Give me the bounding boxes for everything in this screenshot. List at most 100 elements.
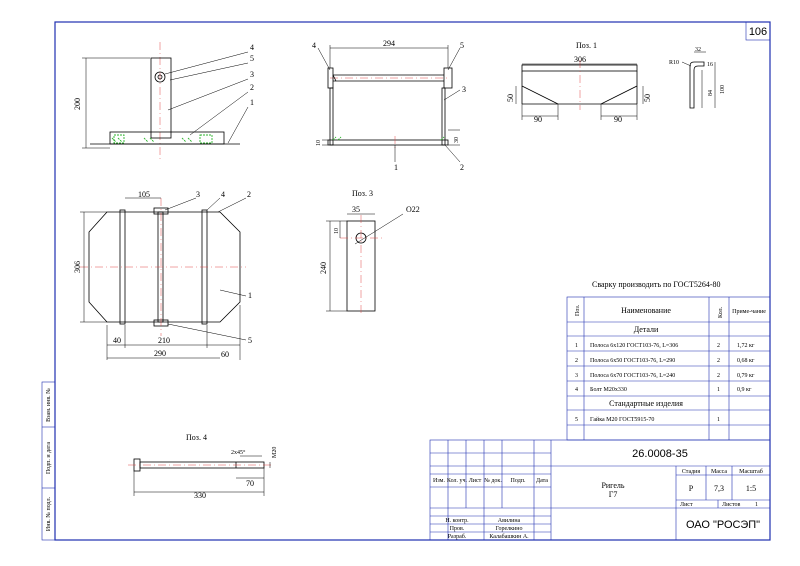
plan-label-5: 5: [248, 336, 252, 345]
scale-value: 1:5: [746, 484, 756, 493]
spec-row-3-pos: 3: [575, 373, 578, 379]
doc-code: 26.0008-35: [632, 448, 688, 460]
col-header-kol: Кол. уч.: [447, 478, 468, 484]
front-label-2: 2: [250, 83, 254, 92]
pos4-view: Поз. 4 2х45° М20 70 330: [128, 433, 278, 500]
col-header-list: Лист: [469, 478, 482, 484]
spec-row-1-note: 1,72 кг: [737, 343, 755, 349]
pos3-dim-240: 240: [319, 262, 328, 274]
stamp-inv-sub: Взам. инв. №: [46, 388, 52, 422]
company-name: ОАО "РОСЭП": [686, 519, 760, 531]
spec-header-qty: Кол.: [718, 306, 724, 318]
mass-label: Масса: [711, 469, 727, 475]
pos4-dim-chamfer: 2х45°: [231, 449, 246, 456]
front-label-5: 5: [250, 54, 254, 63]
side-label-5: 5: [460, 41, 464, 50]
plan-dim-60: 60: [221, 350, 229, 359]
pos4-dim-330: 330: [194, 491, 206, 500]
pos3-view: Поз. 3 35 10 О22 240: [319, 189, 420, 316]
col-header-izm: Изм.: [433, 478, 445, 484]
pos1-dim-90-left: 90: [534, 115, 542, 124]
welding-note: Сварку производить по ГОСТ5264-80: [592, 280, 721, 289]
front-view: 200 4 5 3 2 1: [73, 42, 254, 160]
spec-row-1-name: Полоса 6х120 ГОСТ103-76, L=306: [590, 343, 678, 349]
plan-dim-105: 105: [138, 190, 150, 199]
side-dim-10: 10: [316, 140, 322, 146]
plan-label-3: 3: [196, 190, 200, 199]
side-label-3: 3: [462, 85, 466, 94]
pos3-title: Поз. 3: [352, 189, 373, 198]
pos1-dim-r10: R10: [669, 60, 679, 66]
stamp-sign-date: Подп. и дата: [46, 442, 52, 474]
pos4-dim-m20: М20: [272, 447, 278, 458]
pos4-title: Поз. 4: [186, 433, 207, 442]
col-header-doc: № док.: [484, 478, 502, 484]
spec-header-pos: Поз.: [575, 304, 581, 316]
spec-section-details: Детали: [634, 325, 659, 334]
plan-dim-290: 290: [154, 349, 166, 358]
pos1-dim-84: 84: [708, 90, 714, 96]
role-n-kontr: Н. контр.: [445, 518, 469, 524]
pos1-dim-32: 32: [695, 47, 701, 53]
spec-row-2-note: 0,68 кг: [737, 358, 755, 364]
front-label-1: 1: [250, 98, 254, 107]
spec-row-2-qty: 2: [717, 358, 720, 364]
pos1-title: Поз. 1: [576, 41, 597, 50]
plan-label-1: 1: [248, 291, 252, 300]
side-dim-294: 294: [383, 39, 395, 48]
spec-row-1-pos: 1: [575, 343, 578, 349]
drawing-name-line1: Ригель: [601, 481, 624, 490]
sheet-number-box: [745, 21, 771, 41]
pos1-dim-90-right: 90: [614, 115, 622, 124]
plan-label-2: 2: [247, 190, 251, 199]
name-1: Авилина: [498, 518, 521, 524]
name-3: Калабашкин А.: [489, 533, 529, 540]
sheet-frame: [54, 21, 771, 541]
col-header-date: Дата: [536, 478, 548, 484]
spec-header-note: Приме-чание: [732, 309, 766, 315]
col-header-sign: Подп.: [511, 478, 526, 484]
sheets-label: Листов: [722, 502, 740, 508]
spec-row-5-pos: 5: [575, 417, 578, 423]
spec-section-standard: Стандартные изделия: [609, 399, 683, 408]
side-label-4: 4: [312, 41, 316, 50]
pos1-dim-50-right: 50: [643, 94, 652, 102]
role-prov: Пров.: [450, 526, 465, 532]
front-label-3: 3: [250, 70, 254, 79]
sheet-label: Лист: [680, 502, 693, 508]
role-razrab: Разраб.: [448, 533, 467, 540]
stage-label: Стадия: [682, 469, 701, 475]
spec-row-3-note: 0,79 кг: [737, 373, 755, 379]
plan-dim-306: 306: [73, 261, 82, 273]
pos1-dim-50-left: 50: [506, 94, 515, 102]
side-label-1: 1: [394, 163, 398, 172]
spec-table: Поз. Наименование Кол. Приме-чание Детал…: [566, 296, 771, 441]
scale-label: Масштаб: [739, 468, 763, 475]
plan-label-4: 4: [221, 190, 225, 199]
pos3-dim-35: 35: [352, 205, 360, 214]
side-label-2: 2: [460, 163, 464, 172]
sheet-number: 106: [749, 26, 767, 38]
plan-dim-210: 210: [158, 336, 170, 345]
sheets-value: 1: [755, 502, 758, 508]
pos1-dim-306: 306: [574, 55, 586, 64]
spec-header-name: Наименование: [621, 306, 671, 315]
pos3-dim-o22: О22: [406, 205, 420, 214]
pos1-view: Поз. 1 306 50 50 90 90 32 R10 16 84: [506, 41, 726, 124]
stamp-inv-orig: Инв. № подл.: [46, 496, 52, 531]
side-dim-30: 30: [454, 137, 460, 143]
front-dim-200: 200: [73, 98, 82, 110]
plan-view: 105 306 40 210 60 290 3 4 2 1 5: [73, 190, 252, 360]
spec-row-4-note: 0,9 кг: [737, 387, 752, 393]
pos4-dim-70: 70: [246, 479, 254, 488]
pos3-dim-10: 10: [334, 228, 340, 234]
title-block: 26.0008-35 Изм. Кол. уч. Лист № док. Под…: [429, 439, 771, 541]
spec-row-1-qty: 2: [717, 343, 720, 349]
spec-row-5-qty: 1: [717, 417, 720, 423]
side-stamp: Взам. инв. № Подп. и дата Инв. № подл.: [41, 381, 56, 541]
spec-row-3-name: Полоса 6х70 ГОСТ103-76, L=240: [590, 373, 675, 379]
spec-row-4-pos: 4: [575, 387, 578, 393]
pos1-dim-16: 16: [707, 62, 713, 68]
pos1-dim-100: 100: [720, 85, 726, 94]
